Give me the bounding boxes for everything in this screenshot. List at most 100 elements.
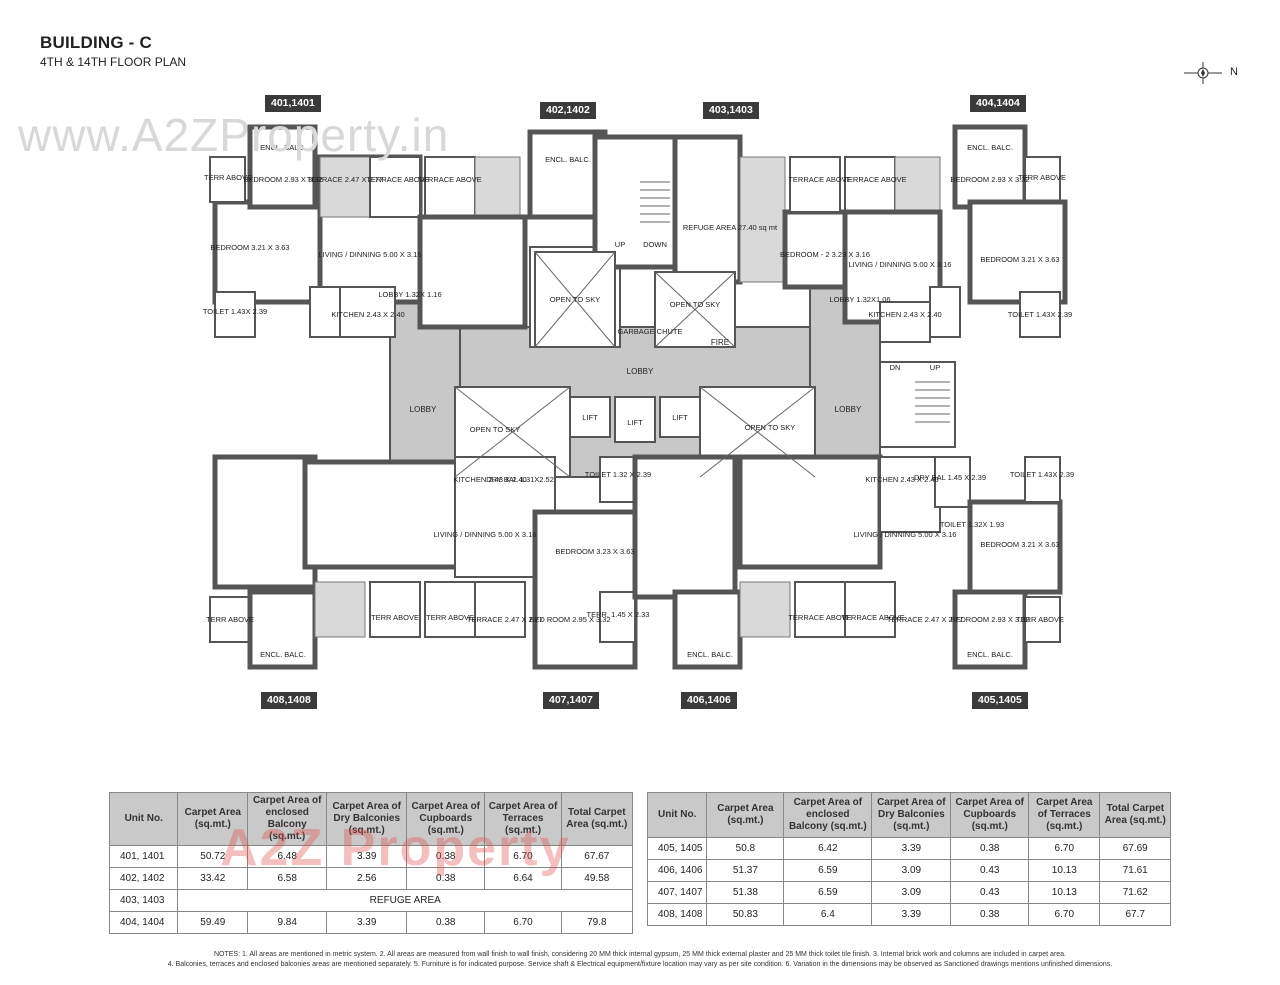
label-lobby-top: LOBBY xyxy=(627,367,654,376)
label-terr-above-401: TERR ABOVE xyxy=(204,173,252,182)
cell-total: 67.7 xyxy=(1099,903,1171,926)
cell-total: 67.67 xyxy=(560,845,634,868)
label-lift-3: LIFT xyxy=(672,413,688,422)
cell-unit: 402, 1402 xyxy=(108,867,179,890)
unit-tag-401: 401,1401 xyxy=(265,95,321,112)
cell-total: 49.58 xyxy=(560,867,634,890)
cell-unit: 407, 1407 xyxy=(646,881,708,904)
cell-unit: 406, 1406 xyxy=(646,859,708,882)
label-encl-balc-401: ENCL. BALC. xyxy=(260,143,306,152)
label-open-sky-1: OPEN TO SKY xyxy=(550,295,601,304)
area-table-left: Unit No. Carpet Area (sq.mt.) Carpet Are… xyxy=(108,792,634,934)
label-toilet-404: TOILET 1.43X 2.39 xyxy=(1008,310,1072,319)
cell-unit: 401, 1401 xyxy=(108,845,179,868)
cell-refuge: REFUGE AREA xyxy=(177,889,633,912)
unit-tag-408: 408,1408 xyxy=(261,692,317,709)
cell-dry: 3.39 xyxy=(871,903,952,926)
plan-title: BUILDING - C xyxy=(40,33,152,52)
label-encl-balc-408: ENCL. BALC. xyxy=(260,650,306,659)
header-carpet-area: Carpet Area (sq.mt.) xyxy=(177,792,249,846)
label-encl-balc-404: ENCL. BALC. xyxy=(967,143,1013,152)
cell-carpet: 50.72 xyxy=(177,845,249,868)
north-label: N xyxy=(1230,66,1238,78)
label-bedroom-405: BEDROOM 2.93 X 3.32 xyxy=(950,615,1029,624)
label-terrace-above-c: TERRACE ABOVE xyxy=(788,175,851,184)
cell-carpet: 50.83 xyxy=(706,903,785,926)
label-terrace-401: TERRACE 2.47 X 2.77 xyxy=(307,175,383,184)
table-row: 402, 1402 33.42 6.58 2.56 0.38 6.64 49.5… xyxy=(108,867,634,890)
table-row: 403, 1403 REFUGE AREA xyxy=(108,889,633,912)
label-toilet-401: TOILET 1.43X 2.39 xyxy=(203,307,267,316)
cell-cup: 0.38 xyxy=(406,845,486,868)
cell-encl: 9.84 xyxy=(247,911,328,934)
cell-encl: 6.58 xyxy=(247,867,328,890)
area-table-right: Unit No. Carpet Area (sq.mt.) Carpet Are… xyxy=(646,792,1171,926)
header-unit-no: Unit No. xyxy=(108,792,179,846)
label-living-405: LIVING / DINNING 5.00 X 3.16 xyxy=(854,530,957,539)
cell-unit: 404, 1404 xyxy=(108,911,179,934)
unit-tag-407: 407,1407 xyxy=(543,692,599,709)
label-bedroom-407: BEDROOM 3.23 X 3.63 xyxy=(555,547,634,556)
label-bedroom-401: BEDROOM 2.93 X 3.32 xyxy=(243,175,322,184)
table-header-row: Unit No. Carpet Area (sq.mt.) Carpet Are… xyxy=(108,792,634,846)
table-row: 405, 1405 50.8 6.42 3.39 0.38 6.70 67.69 xyxy=(646,837,1171,860)
label-encl-balc-406: ENCL. BALC. xyxy=(687,650,733,659)
label-terrace-above-f: TERRACE ABOVE xyxy=(841,613,904,622)
label-toilet-405: TOILET 1.43X 2.39 xyxy=(1010,470,1074,479)
cell-cup: 0.43 xyxy=(950,859,1030,882)
notes-block: NOTES: 1. All areas are mentioned in met… xyxy=(160,950,1120,970)
cell-terr: 10.13 xyxy=(1028,859,1101,882)
unit-tag-403: 403,1403 xyxy=(703,102,759,119)
cell-unit: 403, 1403 xyxy=(108,889,179,912)
cell-dry: 2.56 xyxy=(326,867,408,890)
header-terraces: Carpet Area of Terraces (sq.mt.) xyxy=(1028,792,1101,838)
label-lobby-left: LOBBY xyxy=(410,405,437,414)
label-terr-above-404: TERR ABOVE xyxy=(1018,173,1066,182)
label-up-right: UP xyxy=(930,363,940,372)
unit-tag-406: 406,1406 xyxy=(681,692,737,709)
cell-cup: 0.38 xyxy=(950,903,1030,926)
notes-line-1: NOTES: 1. All areas are mentioned in met… xyxy=(213,951,1067,958)
cell-total: 67.69 xyxy=(1099,837,1171,860)
cell-terr: 6.70 xyxy=(1028,837,1101,860)
label-bedroom-404b: BEDROOM 3.21 X 3.63 xyxy=(980,255,1059,264)
label-bedroom-404: BEDROOM 2.93 X 3.32 xyxy=(950,175,1029,184)
label-open-sky-4: OPEN TO SKY xyxy=(745,423,796,432)
header-carpet-area: Carpet Area (sq.mt.) xyxy=(706,792,785,838)
table-row: 401, 1401 50.72 6.48 3.39 0.38 6.70 67.6… xyxy=(108,845,634,868)
cell-dry: 3.09 xyxy=(871,859,952,882)
cell-encl: 6.42 xyxy=(783,837,873,860)
cell-encl: 6.59 xyxy=(783,859,873,882)
header-terraces: Carpet Area of Terraces (sq.mt.) xyxy=(484,792,562,846)
table-row: 407, 1407 51.38 6.59 3.09 0.43 10.13 71.… xyxy=(646,881,1171,904)
cell-unit: 408, 1408 xyxy=(646,903,708,926)
label-drybal-407: DRY BAL 1.31X2.52 xyxy=(486,475,554,484)
cell-encl: 6.4 xyxy=(783,903,873,926)
plan-subtitle: 4TH & 14TH FLOOR PLAN xyxy=(40,55,187,69)
header-dry-balconies: Carpet Area of Dry Balconies (sq.mt.) xyxy=(326,792,408,846)
cell-terr: 6.70 xyxy=(484,845,562,868)
notes-line-2: 4. Balconies, terraces and enclosed balc… xyxy=(167,961,1113,968)
label-terr-above-408c: TERR ABOVE xyxy=(426,613,474,622)
floor-plan-drawing: .w{fill:#fff;stroke:#555;stroke-width:5;… xyxy=(203,124,1074,670)
label-toilet-407: TOILET 1.32 X 2.39 xyxy=(585,470,651,479)
label-kitchen-401: KITCHEN 2.43 X 2.40 xyxy=(331,310,404,319)
header-total: Total Carpet Area (sq.mt.) xyxy=(560,792,634,846)
header-unit-no: Unit No. xyxy=(646,792,708,838)
label-drybal-405: DRY BAL 1.45 X 2.39 xyxy=(914,473,986,482)
cell-total: 71.61 xyxy=(1099,859,1171,882)
cell-unit: 405, 1405 xyxy=(646,837,708,860)
label-bedroom-405b: BEDROOM 3.21 X 3.63 xyxy=(980,540,1059,549)
label-encl-balc-405: ENCL. BALC. xyxy=(967,650,1013,659)
table-row: 408, 1408 50.83 6.4 3.39 0.38 6.70 67.7 xyxy=(646,903,1171,926)
header-enclosed-balcony: Carpet Area of enclosed Balcony (sq.mt.) xyxy=(247,792,328,846)
cell-cup: 0.43 xyxy=(950,881,1030,904)
label-kitchen-404: KITCHEN 2.43 X 2.40 xyxy=(868,310,941,319)
cell-cup: 0.38 xyxy=(406,867,486,890)
label-terr-above-405: TERR ABOVE xyxy=(1016,615,1064,624)
cell-terr: 6.70 xyxy=(1028,903,1101,926)
label-lobby-404: LOBBY 1.32X1.06 xyxy=(829,295,890,304)
north-compass-icon xyxy=(1184,62,1222,84)
label-toilet-405b: TOILET 1.32X 1.93 xyxy=(940,520,1004,529)
cell-terr: 10.13 xyxy=(1028,881,1101,904)
